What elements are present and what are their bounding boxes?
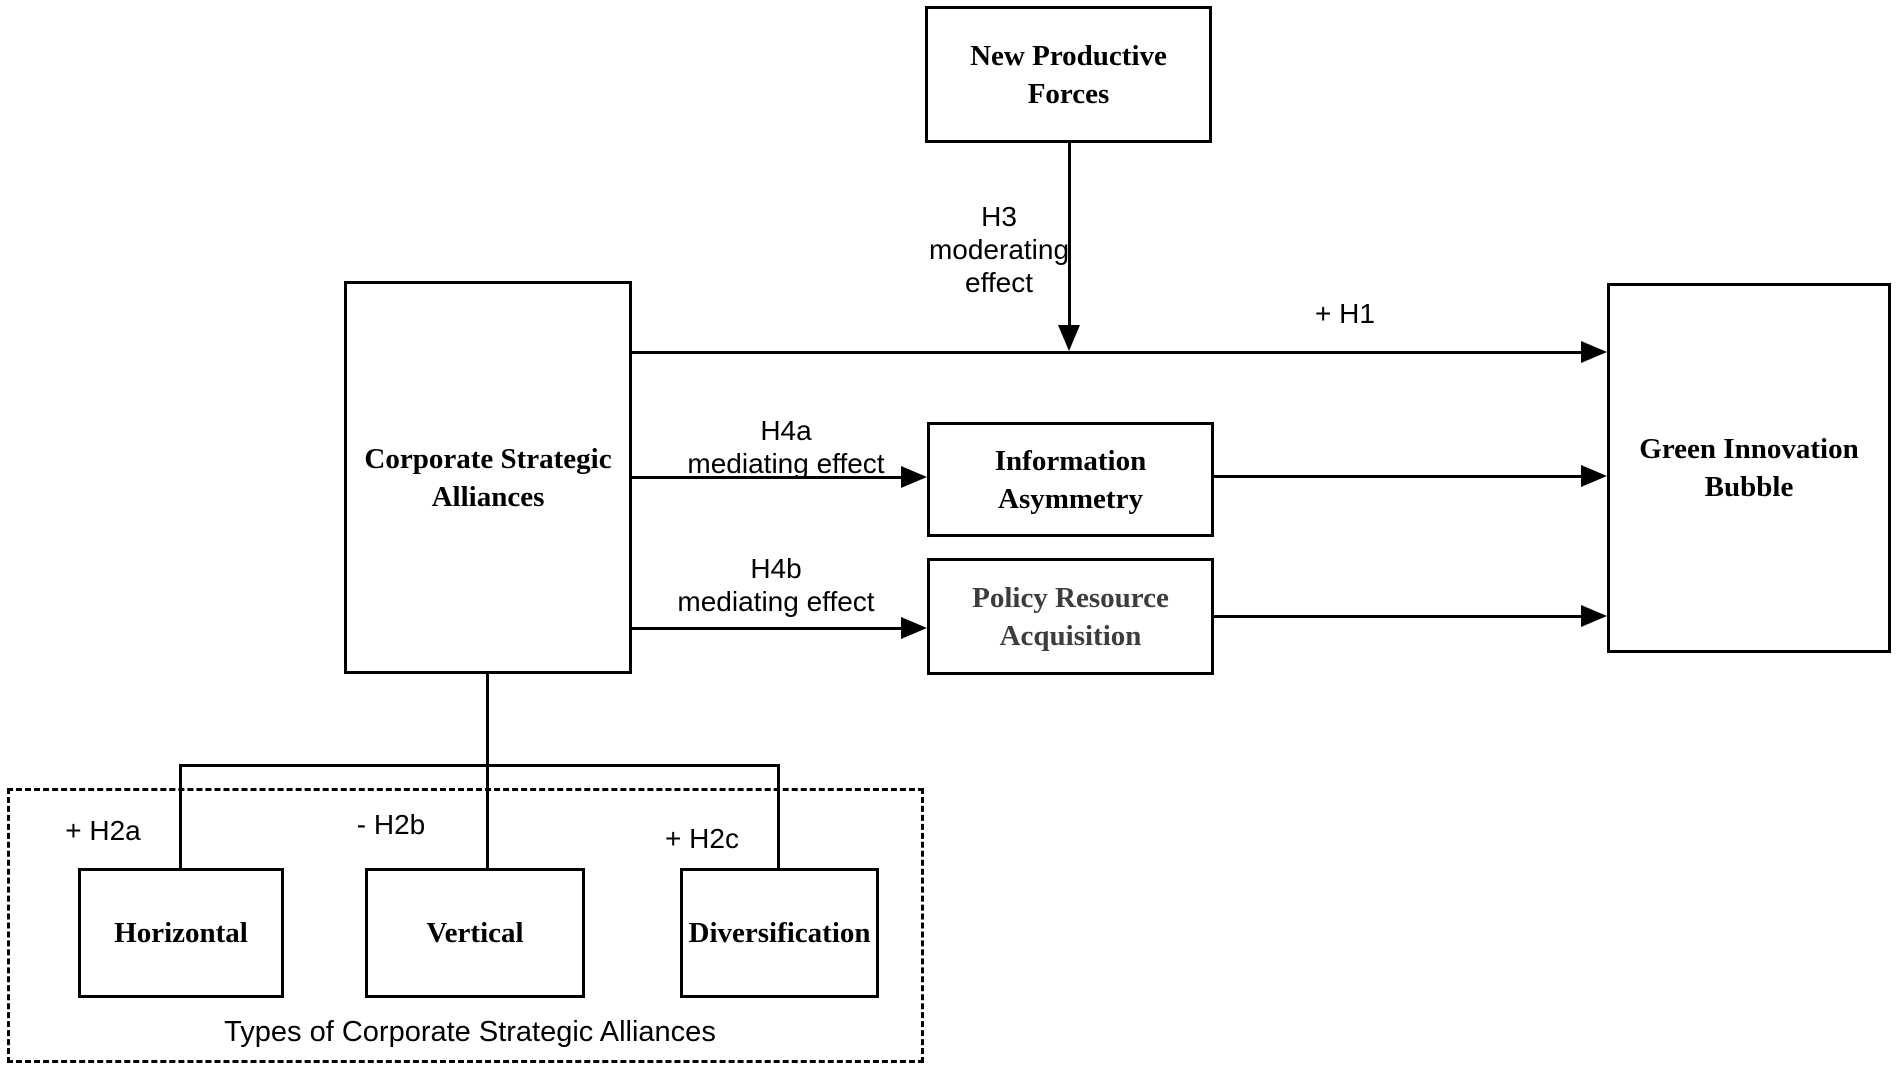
node-label: Vertical (426, 917, 524, 949)
edge-h4a-line (631, 476, 903, 479)
edge-pra-to-gib-arrowhead-icon (1581, 605, 1607, 627)
edge-h3-label-line: moderating (928, 234, 1070, 265)
node-label: Policy Resource Acquisition (972, 581, 1169, 652)
edge-h4b-label: H4b mediating effect (666, 552, 886, 618)
edge-h3-label-line: effect (965, 267, 1033, 298)
types-drop-right-line (777, 766, 780, 868)
edge-h4b-label-line: H4b (750, 553, 802, 584)
edge-ia-to-gib-line (1213, 475, 1583, 478)
edge-h3-label: H3 moderating effect (919, 200, 1079, 299)
edge-h4b-arrowhead-icon (901, 617, 927, 639)
node-horizontal: Horizontal (78, 868, 284, 998)
edge-h1-label: + H1 (1315, 298, 1375, 329)
edge-h2a-label: + H2a (65, 815, 141, 846)
edge-h1-arrowhead-icon (1581, 341, 1607, 363)
node-label: Information Asymmetry (994, 444, 1147, 515)
edge-h1-line (631, 351, 1583, 354)
node-label: New Productive Forces (970, 39, 1167, 110)
node-label: Green Innovation Bubble (1639, 433, 1859, 503)
edge-h2c-label: + H2c (665, 823, 739, 854)
edge-h4a-arrowhead-icon (901, 466, 927, 488)
edge-h4b-label-line: mediating effect (677, 586, 875, 617)
types-group-box (7, 788, 924, 1063)
node-label: Diversification (688, 917, 871, 949)
node-vertical: Vertical (365, 868, 585, 998)
edge-h4a-label-line: mediating effect (687, 448, 885, 479)
node-diversification: Diversification (680, 868, 879, 998)
node-corporate-strategic-alliances: Corporate Strategic Alliances (344, 281, 632, 674)
types-group-caption: Types of Corporate Strategic Alliances (224, 1016, 716, 1048)
edge-h4a-label-line: H4a (760, 415, 812, 446)
edge-h3-arrowhead-icon (1058, 325, 1080, 351)
node-policy-resource-acquisition: Policy Resource Acquisition (927, 558, 1214, 675)
edge-pra-to-gib-line (1213, 615, 1583, 618)
edge-csa-to-vertical-line (486, 673, 489, 868)
edge-h4a-label: H4a mediating effect (676, 414, 896, 480)
node-label: Horizontal (114, 917, 248, 949)
edge-h3-label-line: H3 (981, 201, 1017, 232)
edge-ia-to-gib-arrowhead-icon (1581, 465, 1607, 487)
edge-h3-line (1068, 143, 1071, 327)
node-green-innovation-bubble: Green Innovation Bubble (1607, 283, 1891, 653)
edge-h4b-line (631, 627, 903, 630)
types-connector-horizontal (179, 764, 780, 767)
edge-h2b-label: - H2b (356, 809, 426, 840)
node-new-productive-forces: New Productive Forces (925, 6, 1212, 143)
node-label: Corporate Strategic Alliances (364, 442, 612, 513)
node-information-asymmetry: Information Asymmetry (927, 422, 1214, 537)
types-drop-left-line (179, 766, 182, 868)
